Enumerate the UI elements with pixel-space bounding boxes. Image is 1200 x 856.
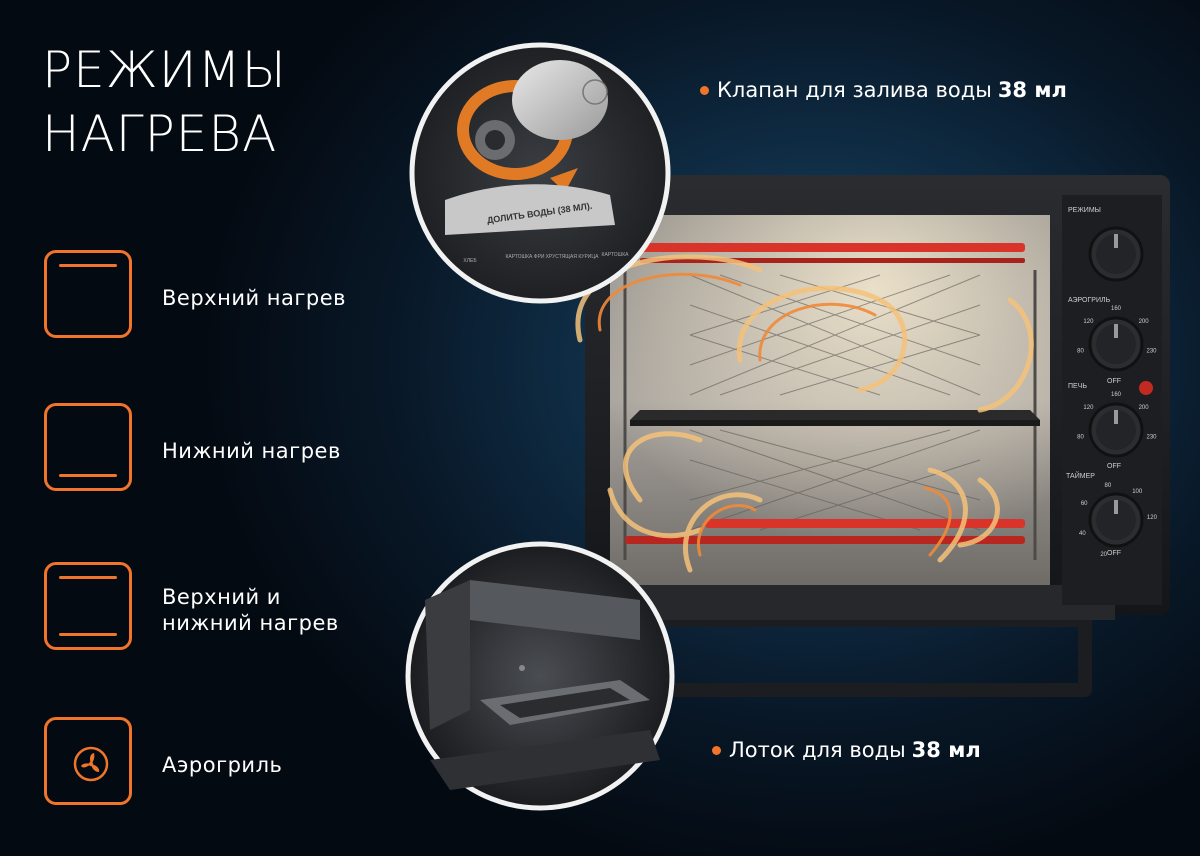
- valve-callout-bullet: [700, 85, 709, 95]
- mode-top-heat: Верхний нагрев: [44, 250, 424, 346]
- valve-closeup: ДОЛИТЬ ВОДЫ (38 МЛ). ХЛЕБ КАРТОШКА ФРИ Х…: [409, 42, 671, 304]
- aerogrill-tick-230: 230: [1146, 348, 1157, 354]
- mode-top-bottom-heat-label: Верхний и нижний нагрев: [162, 562, 339, 658]
- aerogrill-tick-120: 120: [1083, 319, 1094, 325]
- panel-oven-label: ПЕЧЬ: [1068, 383, 1087, 390]
- valve-callout: Клапан для залива воды 38 мл: [700, 78, 1067, 102]
- timer-tick-20: 20: [1100, 552, 1107, 558]
- valve-cover-plate: [512, 60, 608, 140]
- timer-tick-100: 100: [1132, 489, 1143, 495]
- top-bottom-heat-icon: [44, 562, 132, 650]
- tray-callout-bullet: [712, 745, 721, 755]
- oven-tick-200: 200: [1139, 405, 1150, 411]
- panel-aerogrill-label: АЭРОГРИЛЬ: [1068, 297, 1111, 304]
- oven-tick-160: 160: [1111, 392, 1122, 398]
- knob-timer[interactable]: [1088, 492, 1144, 548]
- tray-callout-value: 38 мл: [911, 738, 981, 762]
- power-indicator-light: [1139, 381, 1153, 395]
- hot-air-swirls: [575, 254, 1034, 573]
- baking-tray: [630, 410, 1040, 420]
- mode-aerogrill: Аэрогриль: [44, 717, 424, 813]
- knob-oven[interactable]: [1088, 402, 1144, 458]
- aerogrill-frame: [44, 717, 132, 805]
- aerogrill-tick-80: 80: [1077, 348, 1084, 354]
- oven-tick-120: 120: [1083, 405, 1094, 411]
- mode-aerogrill-label: Аэрогриль: [162, 753, 283, 777]
- valve-sticker-item-1: ХЛЕБ: [463, 258, 477, 264]
- tray-callout: Лоток для воды 38 мл: [712, 738, 981, 762]
- valve-callout-value: 38 мл: [997, 78, 1067, 102]
- mode-top-bottom-label-line-2: нижний нагрев: [162, 611, 339, 635]
- oven-handle: [620, 613, 1092, 697]
- panel-timer-label: ТАЙМЕР: [1066, 471, 1095, 480]
- panel-modes-label: РЕЖИМЫ: [1068, 207, 1101, 214]
- knob-modes[interactable]: [1088, 226, 1144, 282]
- timer-tick-40: 40: [1079, 531, 1086, 537]
- timer-off-label: OFF: [1107, 550, 1121, 557]
- title-line-1: РЕЖИМЫ: [42, 41, 287, 99]
- mode-bottom-heat-label: Нижний нагрев: [162, 439, 341, 463]
- valve-sticker-item-4: КАРТОШКА: [602, 252, 630, 258]
- valve-sticker-item-2: КАРТОШКА ФРИ: [505, 254, 544, 260]
- tray-callout-text: Лоток для воды: [729, 738, 906, 762]
- valve-sticker-item-3: ХРУСТЯЩАЯ КУРИЦА: [546, 254, 600, 260]
- aerogrill-tick-160: 160: [1111, 306, 1122, 312]
- oven-tick-230: 230: [1146, 434, 1157, 440]
- fan-icon: [73, 746, 109, 782]
- bottom-heat-icon: [44, 403, 132, 491]
- oven-tick-80: 80: [1077, 434, 1084, 440]
- bottom-heating-element: [705, 519, 1025, 528]
- mode-bottom-heat: Нижний нагрев: [44, 403, 424, 499]
- aerogrill-tick-200: 200: [1139, 319, 1150, 325]
- mode-top-bottom-label-line-1: Верхний и: [162, 585, 281, 609]
- timer-tick-60: 60: [1081, 501, 1088, 507]
- page-title: РЕЖИМЫ НАГРЕВА: [42, 38, 287, 166]
- mode-top-bottom-heat: Верхний и нижний нагрев: [44, 562, 424, 658]
- top-heating-element: [640, 243, 1025, 252]
- title-line-2: НАГРЕВА: [42, 105, 278, 163]
- oven-off-label: OFF: [1107, 463, 1121, 470]
- knob-aerogrill[interactable]: [1088, 316, 1144, 372]
- aerogrill-off-label: OFF: [1107, 378, 1121, 385]
- top-heat-icon: [44, 250, 132, 338]
- water-tray-closeup: [405, 541, 675, 811]
- valve-callout-text: Клапан для залива воды: [717, 78, 992, 102]
- timer-tick-80: 80: [1105, 483, 1112, 489]
- timer-tick-120: 120: [1147, 515, 1158, 521]
- mode-top-heat-label: Верхний нагрев: [162, 286, 347, 310]
